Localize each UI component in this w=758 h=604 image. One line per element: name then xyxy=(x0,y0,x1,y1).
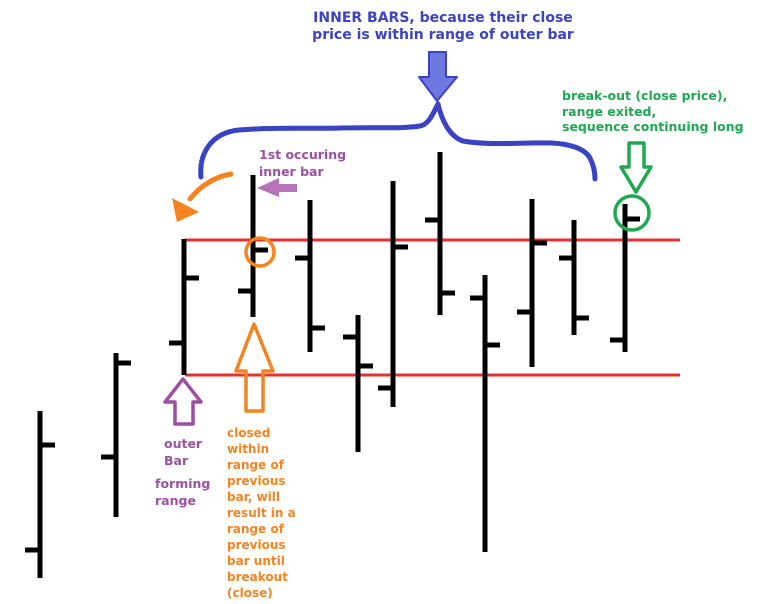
first-inner-label: 1st occuring inner bar xyxy=(259,147,347,179)
annotations-group xyxy=(163,51,653,426)
outer-bar-up-arrow xyxy=(163,377,203,426)
forming-range-label: forming range xyxy=(155,476,211,508)
closed-within-label: closed within range of previous bar, wil… xyxy=(227,426,296,600)
curly-brace xyxy=(198,101,598,182)
inner-close-circle xyxy=(244,236,276,268)
inner-bars-down-arrow xyxy=(418,51,458,102)
breakout-down-arrow xyxy=(619,141,653,194)
breakout-label: break-out (close price), range exited, s… xyxy=(562,88,744,134)
orange-curve-arrow xyxy=(187,171,234,202)
breakout-close-circle xyxy=(613,194,651,232)
range-lines-group xyxy=(185,238,680,377)
outer-bar-label: outer Bar xyxy=(164,436,203,468)
orange-curve-arrowhead-icon xyxy=(172,198,199,222)
closed-within-up-arrow xyxy=(234,322,275,413)
first-inner-left-arrow xyxy=(257,178,297,197)
diagram-title: INNER BARS, because their close price is… xyxy=(312,10,574,43)
bars-group xyxy=(25,152,640,578)
